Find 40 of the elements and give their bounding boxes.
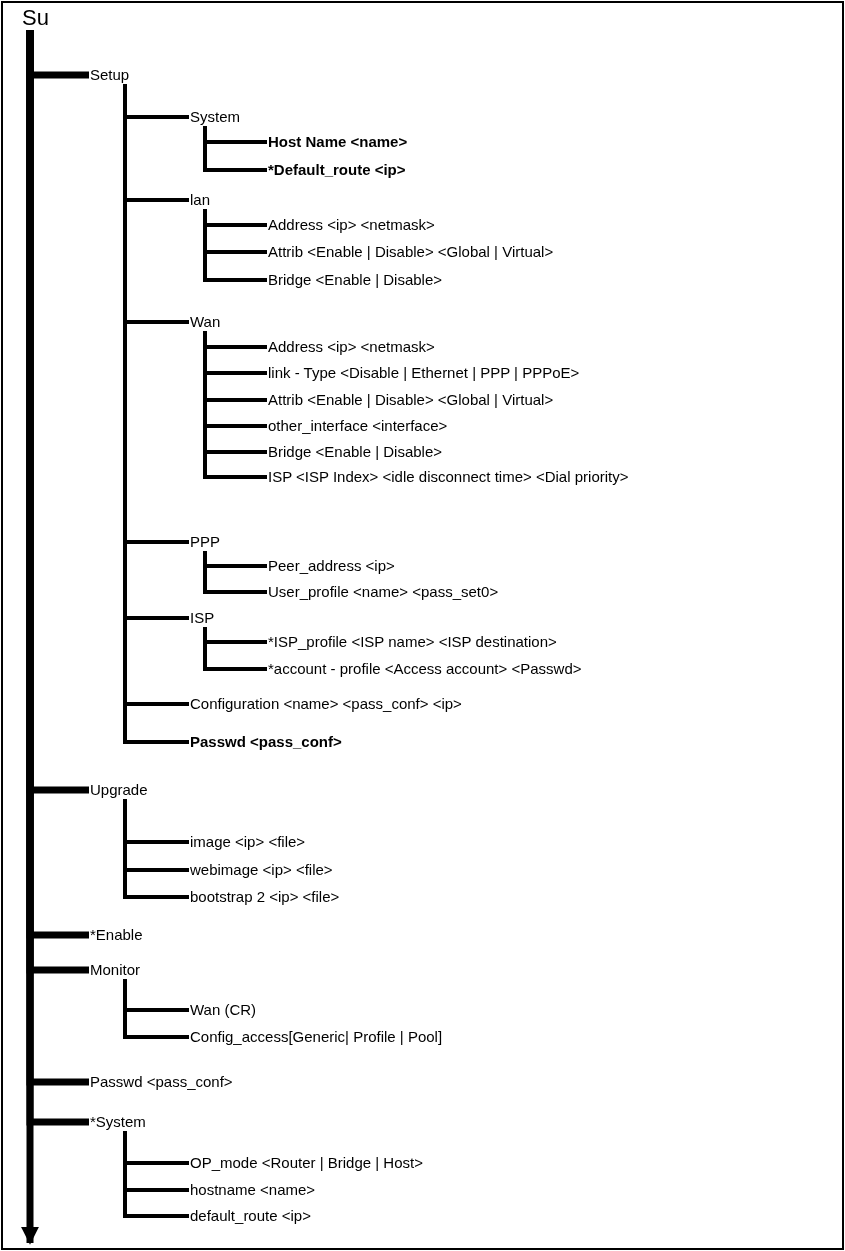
command-label: Bridge <Enable | Disable> (268, 271, 442, 289)
command-label: *ISP_profile <ISP name> <ISP destination> (268, 633, 557, 651)
command-label: default_route <ip> (190, 1207, 311, 1225)
command-label: Wan (190, 313, 221, 331)
command-label: *Default_route <ip> (268, 161, 406, 179)
command-label: *Enable (90, 926, 143, 944)
command-label: Wan (CR) (190, 1001, 257, 1019)
command-label: OP_mode <Router | Bridge | Host> (190, 1154, 423, 1172)
command-label: Bridge <Enable | Disable> (268, 443, 442, 461)
command-label: other_interface <interface> (268, 417, 448, 435)
command-label: hostname <name> (190, 1181, 316, 1199)
command-label: Host Name <name> (268, 133, 408, 151)
command-label: Peer_address <ip> (268, 557, 395, 575)
command-label: ISP (190, 609, 215, 627)
command-label: Attrib <Enable | Disable> <Global | Virtual> (268, 391, 554, 409)
command-label: *System (90, 1113, 146, 1131)
root-label: Su (22, 6, 49, 30)
tree-connector (203, 551, 267, 594)
command-label: link - Type <Disable | Ethernet | PPP | PPPoE> (268, 364, 580, 382)
command-label: Config_access[Generic| Profile | Pool] (190, 1028, 443, 1046)
command-label: User_profile <name> <pass_set0> (268, 583, 499, 601)
command-label: Passwd <pass_conf> (190, 733, 342, 751)
command-label: Upgrade (90, 781, 148, 799)
command-label: System (190, 108, 240, 126)
command-label: Address <ip> <netmask> (268, 338, 435, 356)
command-label: image <ip> <file> (190, 833, 306, 851)
tree-connector (123, 1131, 189, 1218)
command-label: Setup (90, 66, 130, 84)
command-label: Passwd <pass_conf> (90, 1073, 233, 1091)
command-label: bootstrap 2 <ip> <file> (190, 888, 340, 906)
tree-connector (203, 627, 267, 671)
command-label: webimage <ip> <file> (190, 861, 333, 879)
command-label: Address <ip> <netmask> (268, 216, 435, 234)
command-label: Configuration <name> <pass_conf> <ip> (190, 695, 462, 713)
command-label: ISP <ISP Index> <idle disconnect time> <Dial priority> (268, 468, 629, 486)
command-label: *account - profile <Access account> <Passwd> (268, 660, 582, 678)
command-label: PPP (190, 533, 220, 551)
command-label: Monitor (90, 961, 141, 979)
command-label: Attrib <Enable | Disable> <Global | Virtual> (268, 243, 554, 261)
command-label: lan (190, 191, 211, 209)
